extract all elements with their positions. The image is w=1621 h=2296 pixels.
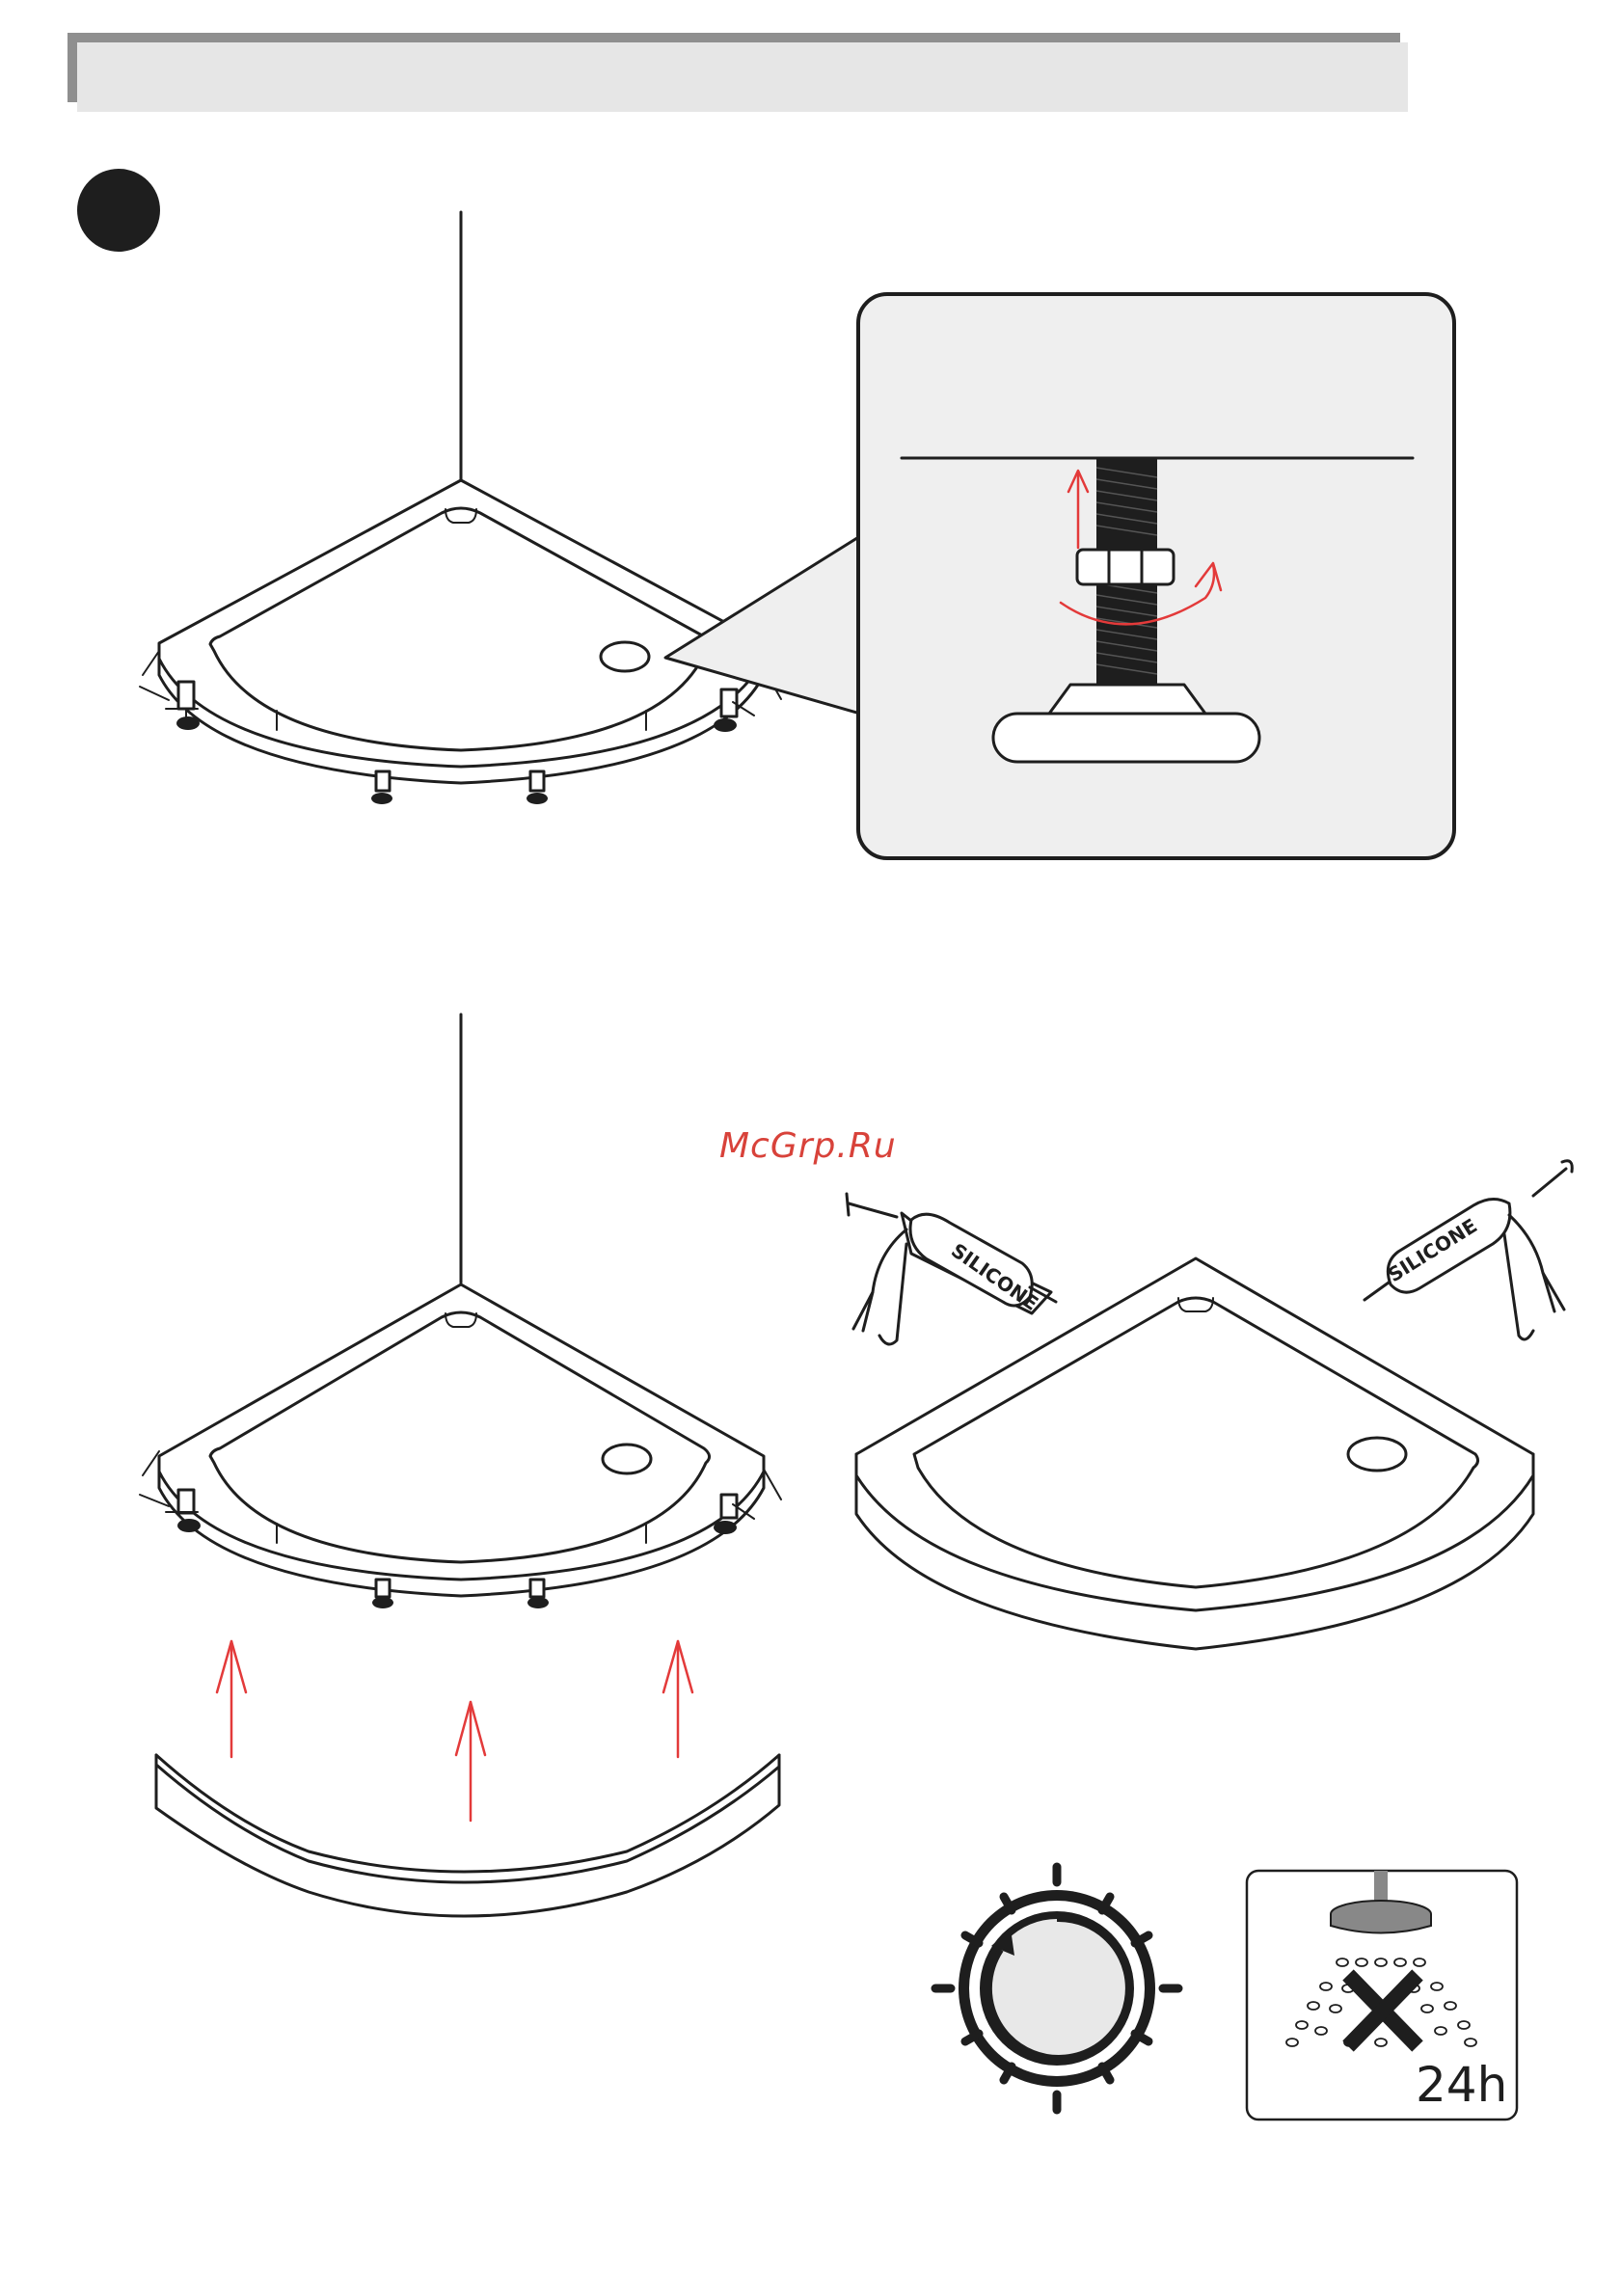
leg-adjustment-callout xyxy=(665,294,1454,858)
shower-tray-with-legs-2 xyxy=(140,1014,781,1608)
silicone-gun-left-icon: SILICONE xyxy=(847,1194,1056,1344)
front-skirt-panel xyxy=(156,1755,779,1916)
shower-tray-with-legs xyxy=(140,212,781,804)
watermark-text: McGrp.Ru xyxy=(719,1126,897,1166)
sealed-shower-tray xyxy=(856,1258,1533,1649)
upward-arrows xyxy=(217,1641,692,1821)
silicone-gun-right-icon: SILICONE xyxy=(1364,1161,1572,1339)
leg-front-right xyxy=(527,771,548,804)
leg-left-back xyxy=(166,682,200,730)
clock-timer-icon xyxy=(935,1867,1178,2110)
cure-time-label: 24h xyxy=(1416,2057,1507,2113)
